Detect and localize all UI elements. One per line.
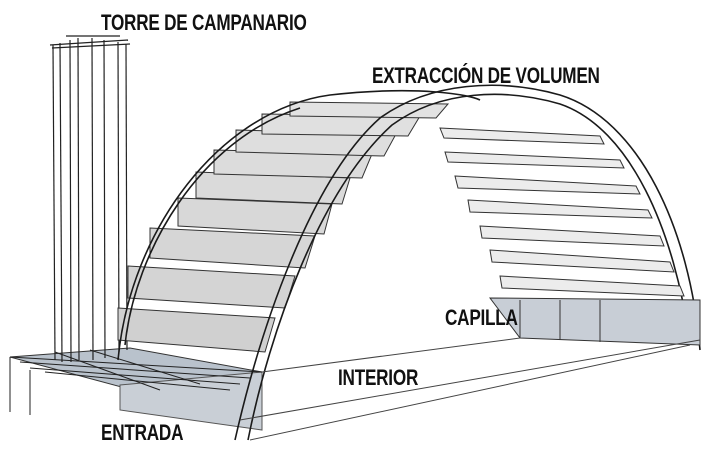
bell-tower-label: TORRE DE CAMPANARIO — [101, 10, 307, 35]
entrance-label: ENTRADA — [101, 420, 184, 445]
floor-lines — [239, 337, 701, 441]
bell-tower — [49, 35, 131, 363]
chapel-block — [488, 297, 701, 346]
arch-stair-panels — [117, 101, 450, 353]
arch-ribs-right — [439, 127, 685, 297]
chapel-label: CAPILLA — [445, 305, 518, 330]
entrance-platform — [9, 347, 263, 431]
interior-label: INTERIOR — [338, 365, 419, 390]
arch-structure — [117, 84, 701, 441]
volume-extraction-label: EXTRACCIÓN DE VOLUMEN — [372, 63, 600, 88]
